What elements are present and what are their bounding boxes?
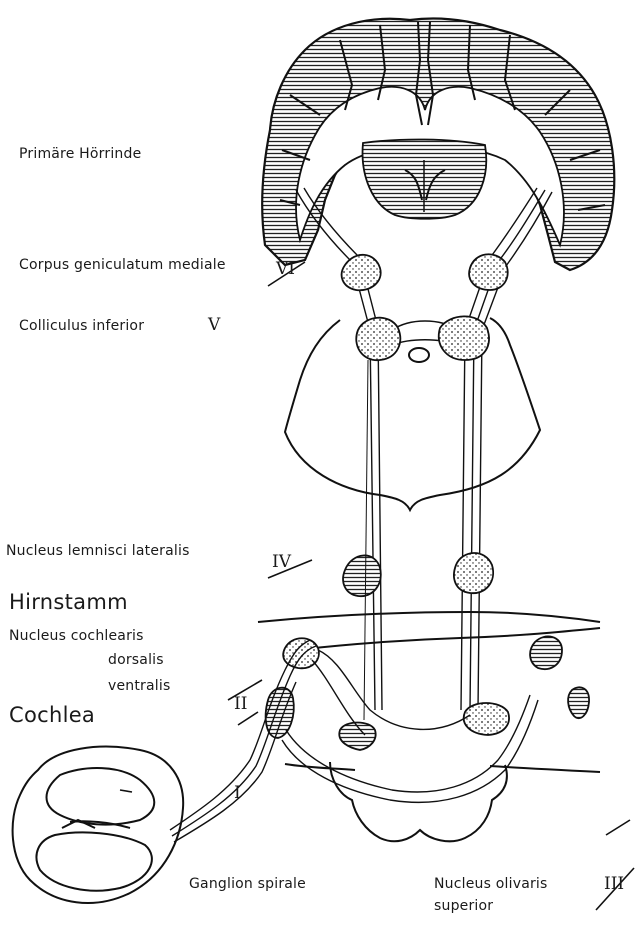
cerebrum	[262, 18, 614, 270]
cochlea-drawing	[13, 747, 184, 903]
label-olivaris-line1: Nucleus olivaris	[434, 876, 548, 892]
label-primary-cortex: Primäre Hörrinde	[19, 146, 141, 162]
label-cochlear-nucleus: Nucleus cochlearis	[9, 628, 144, 644]
roman-numeral-v: V	[208, 315, 220, 335]
label-lemniscus: Nucleus lemnisci lateralis	[6, 543, 190, 559]
roman-numeral-vi: VI	[276, 259, 295, 279]
roman-numeral-iii: III	[604, 874, 624, 894]
label-hirnstamm: Hirnstamm	[9, 590, 128, 614]
label-dorsalis: dorsalis	[108, 652, 164, 668]
ascending-tracts	[296, 188, 552, 710]
nuclei	[266, 254, 589, 750]
roman-numeral-iv: IV	[272, 552, 291, 572]
label-ventralis: ventralis	[108, 678, 170, 694]
numeral-strokes	[228, 262, 634, 910]
label-ganglion: Ganglion spirale	[189, 876, 306, 892]
label-corpus-geniculatum: Corpus geniculatum mediale	[19, 257, 226, 273]
label-cochlea: Cochlea	[9, 703, 95, 727]
roman-numeral-ii: II	[234, 694, 247, 714]
roman-numeral-i: I	[234, 783, 241, 803]
midbrain	[258, 318, 600, 841]
label-olivaris-line2: superior	[434, 898, 493, 914]
label-colliculus: Colliculus inferior	[19, 318, 144, 334]
